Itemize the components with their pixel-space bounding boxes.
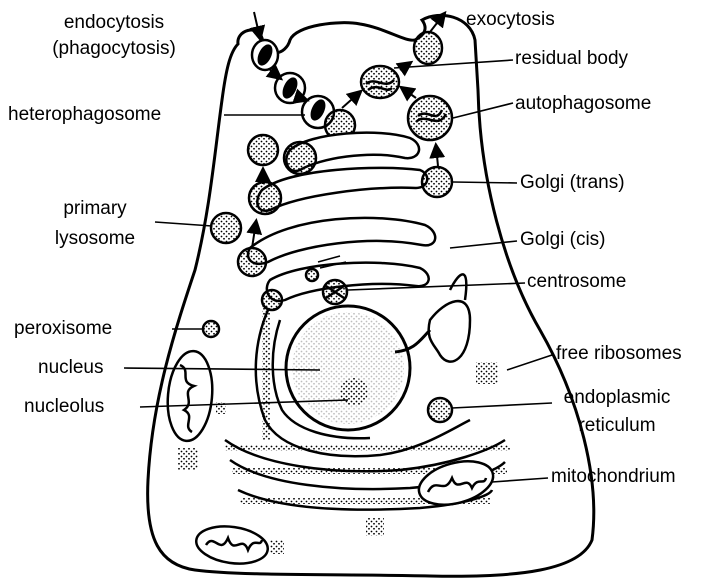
label-nucleus: nucleus [38,357,104,379]
label-golgi-trans: Golgi (trans) [520,172,625,194]
label-peroxisome: peroxisome [14,318,112,340]
er-vesicle [428,398,452,422]
label-lysosome: lysosome [40,228,150,250]
endocytic-vesicle [252,40,278,70]
exocytic-vesicle [414,32,442,64]
label-autophagosome: autophagosome [515,93,651,115]
label-centrosome: centrosome [527,271,626,293]
label-golgi-cis: Golgi (cis) [520,229,606,251]
label-residual-body: residual body [515,48,628,70]
label-primary: primary [40,198,150,220]
autophagosome [408,96,452,140]
label-free-ribosomes: free ribosomes [556,343,682,365]
residual-body [361,66,399,98]
label-phagocytosis: (phagocytosis) [14,38,214,60]
nucleus [286,306,430,430]
label-reticulum: reticulum [552,415,682,437]
label-exocytosis: exocytosis [466,9,555,31]
label-endoplasmic: endoplasmic [552,387,682,409]
label-heterophagosome: heterophagosome [8,104,161,126]
label-nucleolus: nucleolus [24,396,104,418]
label-endocytosis: endocytosis [14,12,214,34]
label-mitochondrium: mitochondrium [551,466,676,488]
peroxisome [203,321,219,337]
